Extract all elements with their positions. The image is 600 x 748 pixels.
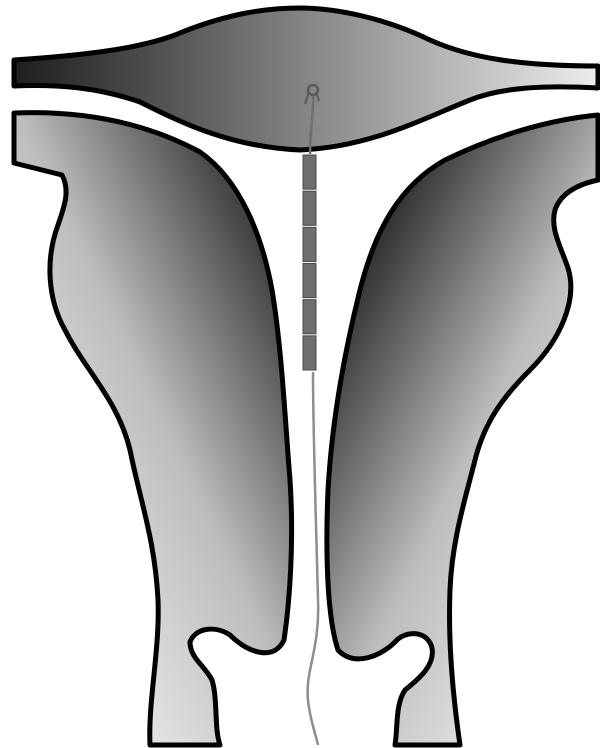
right-wall-shape — [327, 115, 598, 745]
left-wall-shape — [14, 113, 292, 745]
device-segment — [303, 227, 316, 261]
device-segment — [303, 155, 316, 189]
device-string — [308, 372, 319, 745]
device-segment — [303, 300, 316, 334]
device-body — [303, 155, 316, 370]
device-segment — [303, 191, 316, 225]
device-segment — [303, 336, 316, 370]
device-segment — [303, 264, 316, 298]
